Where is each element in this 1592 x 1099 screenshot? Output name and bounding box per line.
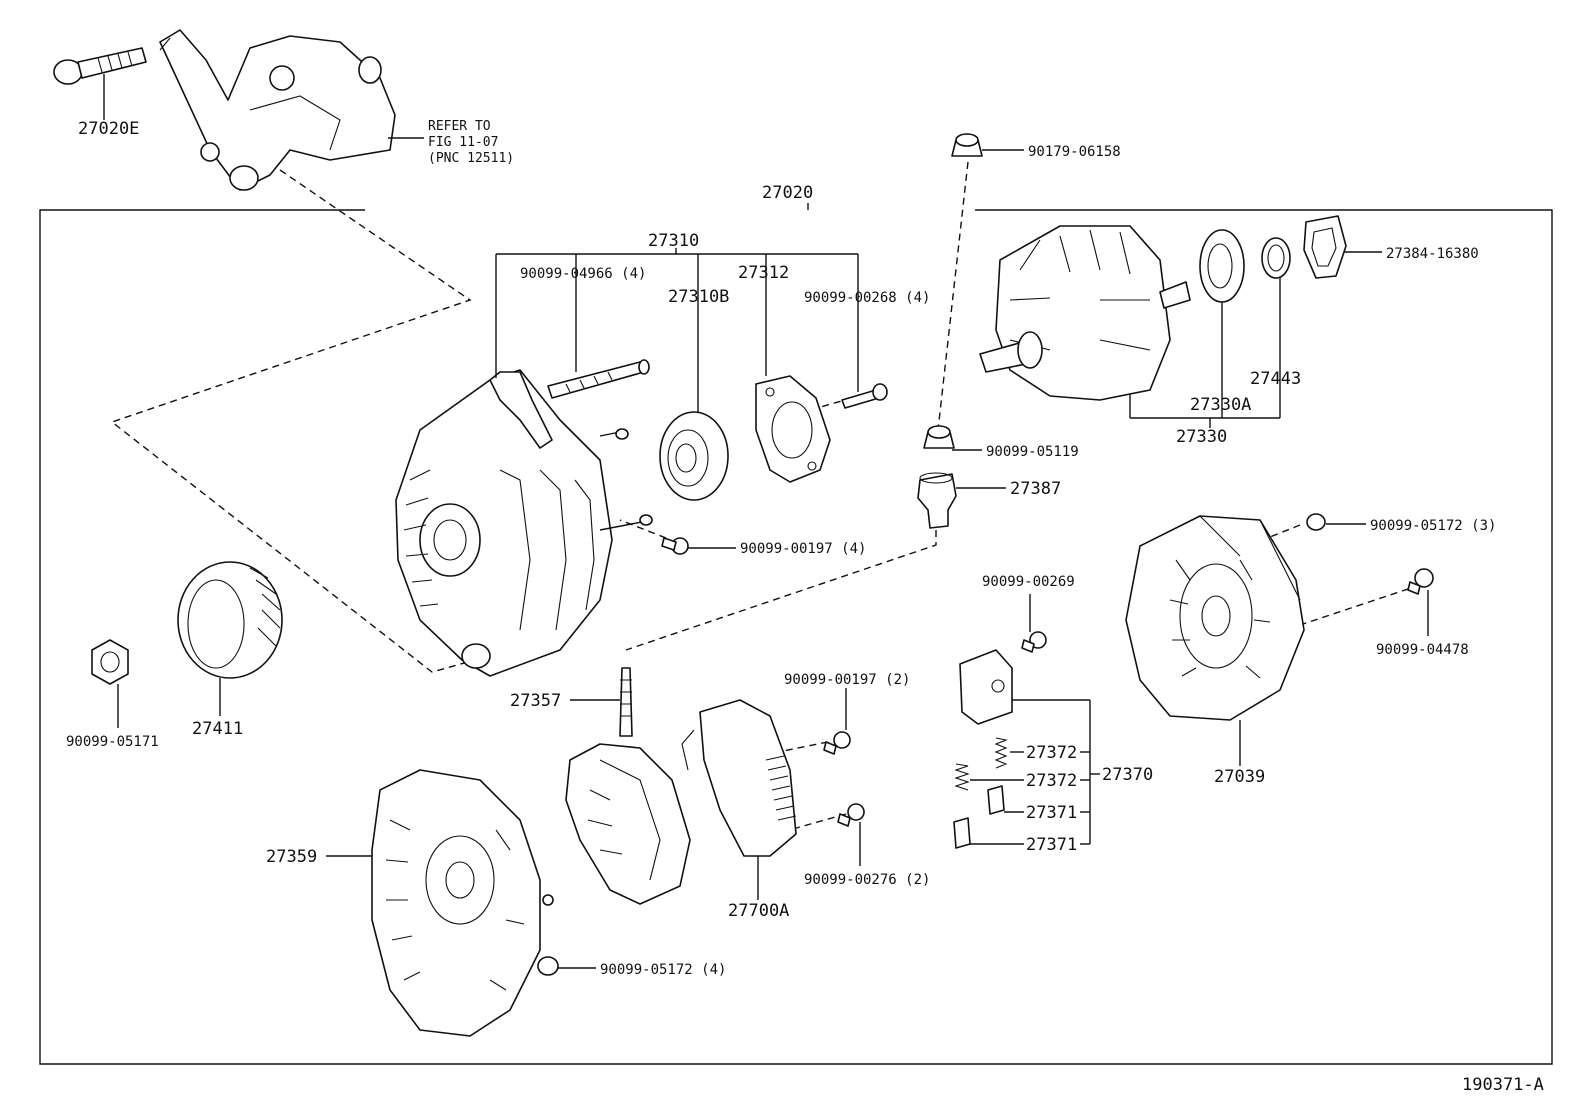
pulley-drawing	[177, 561, 283, 716]
bearing-27330a-drawing	[1199, 229, 1245, 303]
label-27039: 27039	[1214, 767, 1265, 787]
leader-lines	[495, 149, 1382, 969]
assembly-frame	[39, 203, 1553, 1065]
nut-05119-drawing	[923, 425, 955, 449]
brush-a-drawing	[987, 785, 1024, 815]
cover-27443-drawing	[1261, 237, 1291, 279]
label-27411: 27411	[192, 719, 243, 739]
rectifier-drawing	[565, 667, 691, 905]
rotor-drawing	[979, 225, 1191, 401]
label-27370: 27370	[1102, 765, 1153, 785]
label-27372-b: 27372	[1026, 771, 1077, 791]
nut-06158-drawing	[951, 133, 983, 157]
drive-frame-drawing	[395, 369, 653, 677]
label-27371-a: 27371	[1026, 803, 1077, 823]
nut-05172-4-drawing	[537, 956, 559, 976]
label-27020e: 27020E	[78, 119, 139, 139]
screw-00268-drawing	[841, 383, 888, 409]
figure-code: 190371-A	[1462, 1075, 1544, 1095]
callout-labels: REFER TO FIG 11-07 (PNC 12511) 27020E 27…	[66, 119, 1544, 1095]
label-27372-a: 27372	[1026, 743, 1077, 763]
nut-05171-drawing	[91, 639, 129, 728]
label-27387: 27387	[1010, 479, 1061, 499]
insulator-drawing	[917, 472, 957, 529]
bolt-27020e-drawing	[53, 47, 147, 120]
rear-cover-drawing	[1125, 515, 1305, 721]
label-27371-b: 27371	[1026, 835, 1077, 855]
label-90099-05172-3: 90099-05172 (3)	[1370, 518, 1496, 534]
brush-b-drawing	[953, 817, 1024, 849]
label-90099-00197-4: 90099-00197 (4)	[740, 541, 866, 557]
label-90099-00276: 90099-00276 (2)	[804, 872, 930, 888]
label-27359: 27359	[266, 847, 317, 867]
long-bolt-drawing	[547, 359, 650, 399]
regulator-drawing	[681, 699, 797, 900]
label-90099-05171: 90099-05171	[66, 734, 159, 750]
screw-00197-2-drawing	[823, 688, 851, 755]
label-27700a: 27700A	[728, 901, 789, 921]
label-27312: 27312	[738, 263, 789, 283]
bolt-04478-drawing	[1407, 568, 1434, 636]
label-27357: 27357	[510, 691, 561, 711]
label-90099-05172-4: 90099-05172 (4)	[600, 962, 726, 978]
refer-note-line3: (PNC 12511)	[428, 151, 514, 166]
label-90099-04966: 90099-04966 (4)	[520, 266, 646, 282]
refer-note-line2: FIG 11-07	[428, 135, 498, 150]
bearing-27310b-drawing	[659, 411, 729, 501]
label-90179-06158: 90179-06158	[1028, 144, 1121, 160]
label-27384-16380: 27384-16380	[1386, 246, 1479, 262]
label-90099-04478: 90099-04478	[1376, 642, 1469, 658]
label-90099-00269: 90099-00269	[982, 574, 1075, 590]
refer-note-line1: REFER TO	[428, 119, 491, 134]
label-90099-00197-2: 90099-00197 (2)	[784, 672, 910, 688]
label-27330: 27330	[1176, 427, 1227, 447]
seal-drawing	[1303, 215, 1347, 279]
screw-00269-drawing	[1021, 594, 1047, 653]
dashed-guides	[110, 161, 1421, 833]
label-90099-00268: 90099-00268 (4)	[804, 290, 930, 306]
label-27310b: 27310B	[668, 287, 729, 307]
spring-a-drawing	[994, 737, 1024, 769]
label-27330a: 27330A	[1190, 395, 1251, 415]
nut-05172-3-drawing	[1306, 513, 1326, 531]
spring-b-drawing	[954, 763, 1024, 791]
screw-00276-drawing	[837, 803, 865, 866]
brush-holder-drawing	[959, 649, 1091, 844]
rear-frame-drawing	[326, 769, 554, 1037]
label-27020: 27020	[762, 183, 813, 203]
mount-bracket-drawing	[159, 29, 424, 191]
label-27310: 27310	[648, 231, 699, 251]
label-27443: 27443	[1250, 369, 1301, 389]
screw-00197-4-drawing	[661, 537, 689, 555]
retainer-plate-drawing	[755, 375, 831, 483]
label-90099-05119: 90099-05119	[986, 444, 1079, 460]
